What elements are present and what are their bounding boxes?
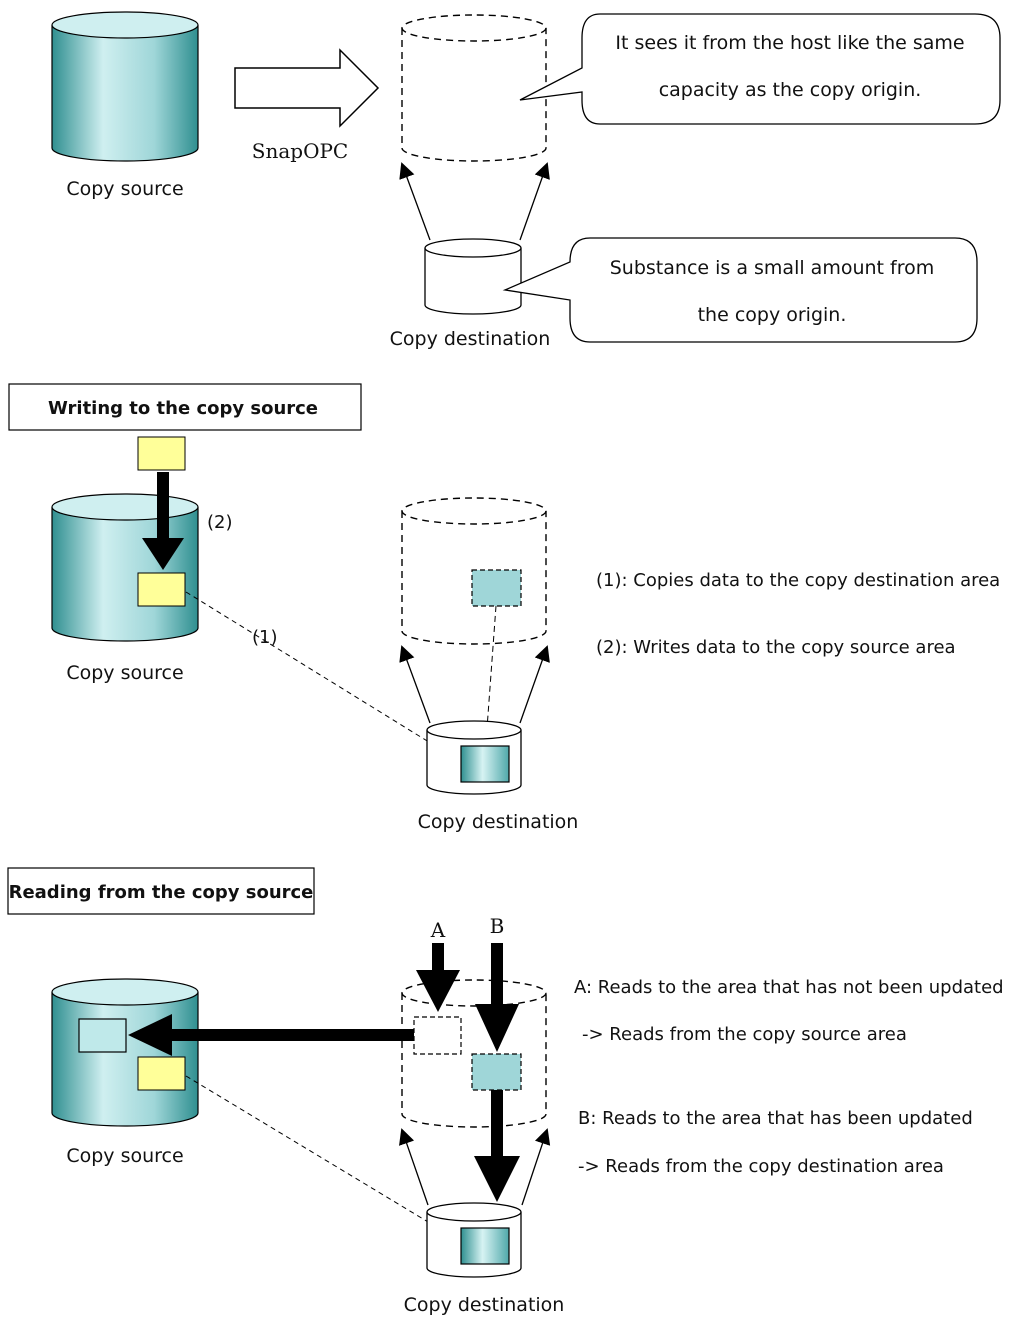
write-up-arrow-left bbox=[399, 645, 431, 724]
read-virtual-cylinder bbox=[401, 979, 547, 1128]
copy-destination-cylinder bbox=[424, 238, 522, 315]
write-virtual-block bbox=[471, 569, 522, 607]
read-up-arrow-right bbox=[521, 1128, 551, 1206]
write-copy-source-label: Copy source bbox=[66, 662, 183, 684]
write-virtual-link bbox=[485, 605, 497, 743]
snapopc-label: SnapOPC bbox=[252, 139, 348, 163]
read-copy-source-label: Copy source bbox=[66, 1145, 183, 1167]
write-legend-2: (2): Writes data to the copy source area bbox=[596, 637, 956, 658]
read-virtual-area-a bbox=[413, 1016, 462, 1055]
read-legend-b2: -> Reads from the copy destination area bbox=[578, 1156, 944, 1177]
read-up-arrow-left bbox=[399, 1128, 429, 1206]
write-data-block bbox=[137, 436, 186, 471]
write-arrow bbox=[142, 472, 184, 570]
write-marker-1: (1) bbox=[252, 627, 278, 648]
read-source-area-a bbox=[78, 1018, 127, 1053]
read-arrow-a-left bbox=[128, 1014, 414, 1056]
callout-1-line2: capacity as the copy origin. bbox=[659, 79, 922, 101]
up-arrow-right bbox=[519, 162, 550, 241]
callout-1-line1: It sees it from the host like the same bbox=[615, 32, 964, 54]
read-destination-block bbox=[460, 1227, 510, 1265]
read-legend-a2: -> Reads from the copy source area bbox=[582, 1024, 907, 1045]
read-title-box bbox=[7, 867, 315, 915]
write-destination-block bbox=[460, 745, 510, 783]
callout-1-bubble bbox=[519, 13, 1001, 125]
copy-path-line bbox=[185, 591, 460, 762]
read-arrow-a-down bbox=[416, 943, 460, 1012]
copy-destination-label: Copy destination bbox=[390, 328, 551, 350]
read-copy-destination-label: Copy destination bbox=[404, 1294, 565, 1316]
callout-2-line1: Substance is a small amount from bbox=[610, 257, 934, 279]
virtual-volume-cylinder bbox=[401, 14, 547, 162]
snapopc-arrow bbox=[234, 48, 380, 128]
write-copy-destination-label: Copy destination bbox=[418, 811, 579, 833]
write-title: Writing to the copy source bbox=[48, 398, 318, 419]
read-virtual-area-b bbox=[471, 1053, 522, 1091]
read-section: Reading from the copy source Copy source… bbox=[7, 867, 1004, 1316]
read-legend-b1: B: Reads to the area that has been updat… bbox=[578, 1108, 973, 1129]
read-legend-a1: A: Reads to the area that has not been u… bbox=[574, 977, 1004, 998]
callout-2-bubble bbox=[502, 237, 978, 343]
copy-source-label: Copy source bbox=[66, 178, 183, 200]
write-section: Writing to the copy source (2) Copy sour… bbox=[8, 383, 1000, 833]
write-copy-source-cylinder bbox=[51, 493, 199, 642]
read-copy-path-line bbox=[185, 1075, 460, 1242]
read-marker-b: B bbox=[490, 914, 505, 938]
read-arrow-b-down bbox=[475, 943, 519, 1052]
read-arrow-b-to-destination bbox=[474, 1090, 520, 1202]
write-legend-1: (1): Copies data to the copy destination… bbox=[596, 570, 1000, 591]
top-section: Copy source SnapOPC Copy destination It … bbox=[51, 11, 1001, 350]
write-virtual-cylinder bbox=[401, 497, 547, 645]
up-arrow-left bbox=[399, 162, 431, 241]
write-marker-2: (2) bbox=[207, 512, 233, 533]
read-title: Reading from the copy source bbox=[9, 882, 314, 903]
read-marker-a: A bbox=[430, 918, 446, 942]
read-source-updated-block bbox=[137, 1056, 186, 1091]
copy-source-cylinder bbox=[51, 11, 199, 162]
callout-2-line2: the copy origin. bbox=[698, 304, 847, 326]
write-up-arrow-right bbox=[519, 645, 550, 724]
write-updated-block bbox=[137, 572, 186, 607]
write-title-box bbox=[8, 383, 362, 431]
